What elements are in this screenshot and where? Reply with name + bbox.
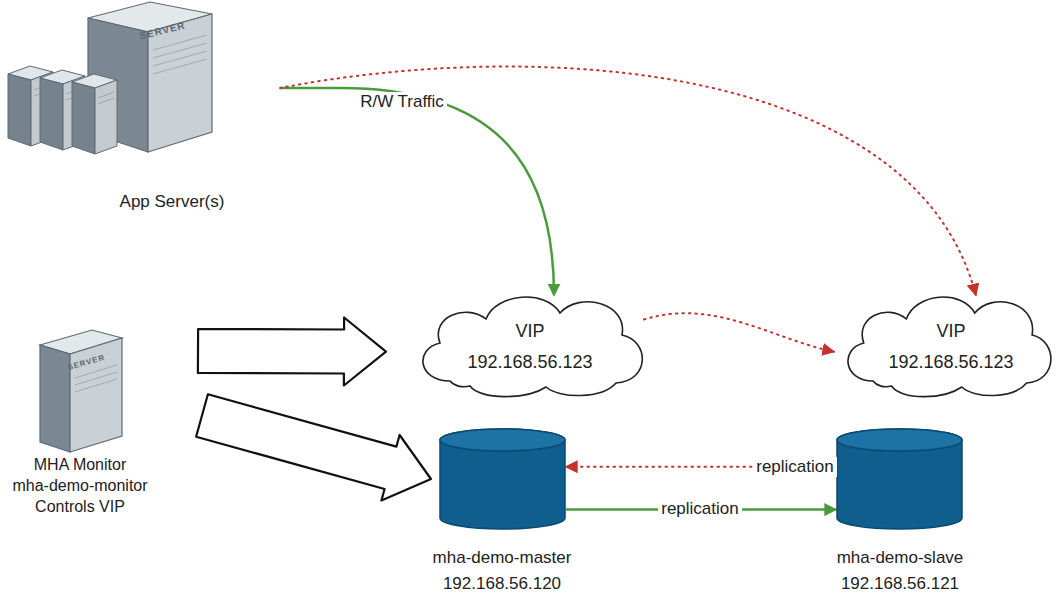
node-title: mha-demo-slave xyxy=(837,548,964,568)
vip-cloud: VIP 192.168.56.123 xyxy=(836,285,1058,400)
connector-label: replication xyxy=(753,457,837,477)
node-detail: mha-demo-monitor xyxy=(12,476,147,495)
node-detail: 192.168.56.123 xyxy=(888,352,1013,374)
node-detail: 192.168.56.123 xyxy=(467,352,592,374)
app-server-icon xyxy=(8,2,212,154)
database-node: mha-demo-master 192.168.56.120 xyxy=(400,428,605,603)
node-title: VIP xyxy=(936,321,965,343)
node-detail: 192.168.56.120 xyxy=(443,574,561,594)
vip-cloud: VIP 192.168.56.123 xyxy=(410,285,650,400)
server-brand-label: SERVER xyxy=(138,19,186,41)
node-detail: 192.168.56.121 xyxy=(841,574,959,594)
node-title: App Server(s) xyxy=(120,192,225,212)
active-connector xyxy=(280,88,554,295)
cloud-outline xyxy=(836,285,1058,400)
control-arrow xyxy=(196,394,431,500)
database-cylinder xyxy=(439,428,566,530)
failover-connector xyxy=(280,67,976,296)
database-cylinder xyxy=(836,428,963,530)
monitor-server-icon xyxy=(40,330,122,452)
database-node: mha-demo-slave 192.168.56.121 xyxy=(795,428,1005,603)
node-title: mha-demo-master xyxy=(433,548,572,568)
server-brand-label: SERVER xyxy=(66,352,106,371)
node-title: MHA Monitor xyxy=(34,455,126,474)
connector-label: R/W Traffic xyxy=(357,92,447,112)
connector-label: replication xyxy=(658,499,742,519)
failover-connector xyxy=(644,313,834,351)
control-arrow xyxy=(198,318,386,386)
cloud-outline xyxy=(410,285,650,400)
node-detail: Controls VIP xyxy=(35,497,125,516)
node-title: VIP xyxy=(515,321,544,343)
